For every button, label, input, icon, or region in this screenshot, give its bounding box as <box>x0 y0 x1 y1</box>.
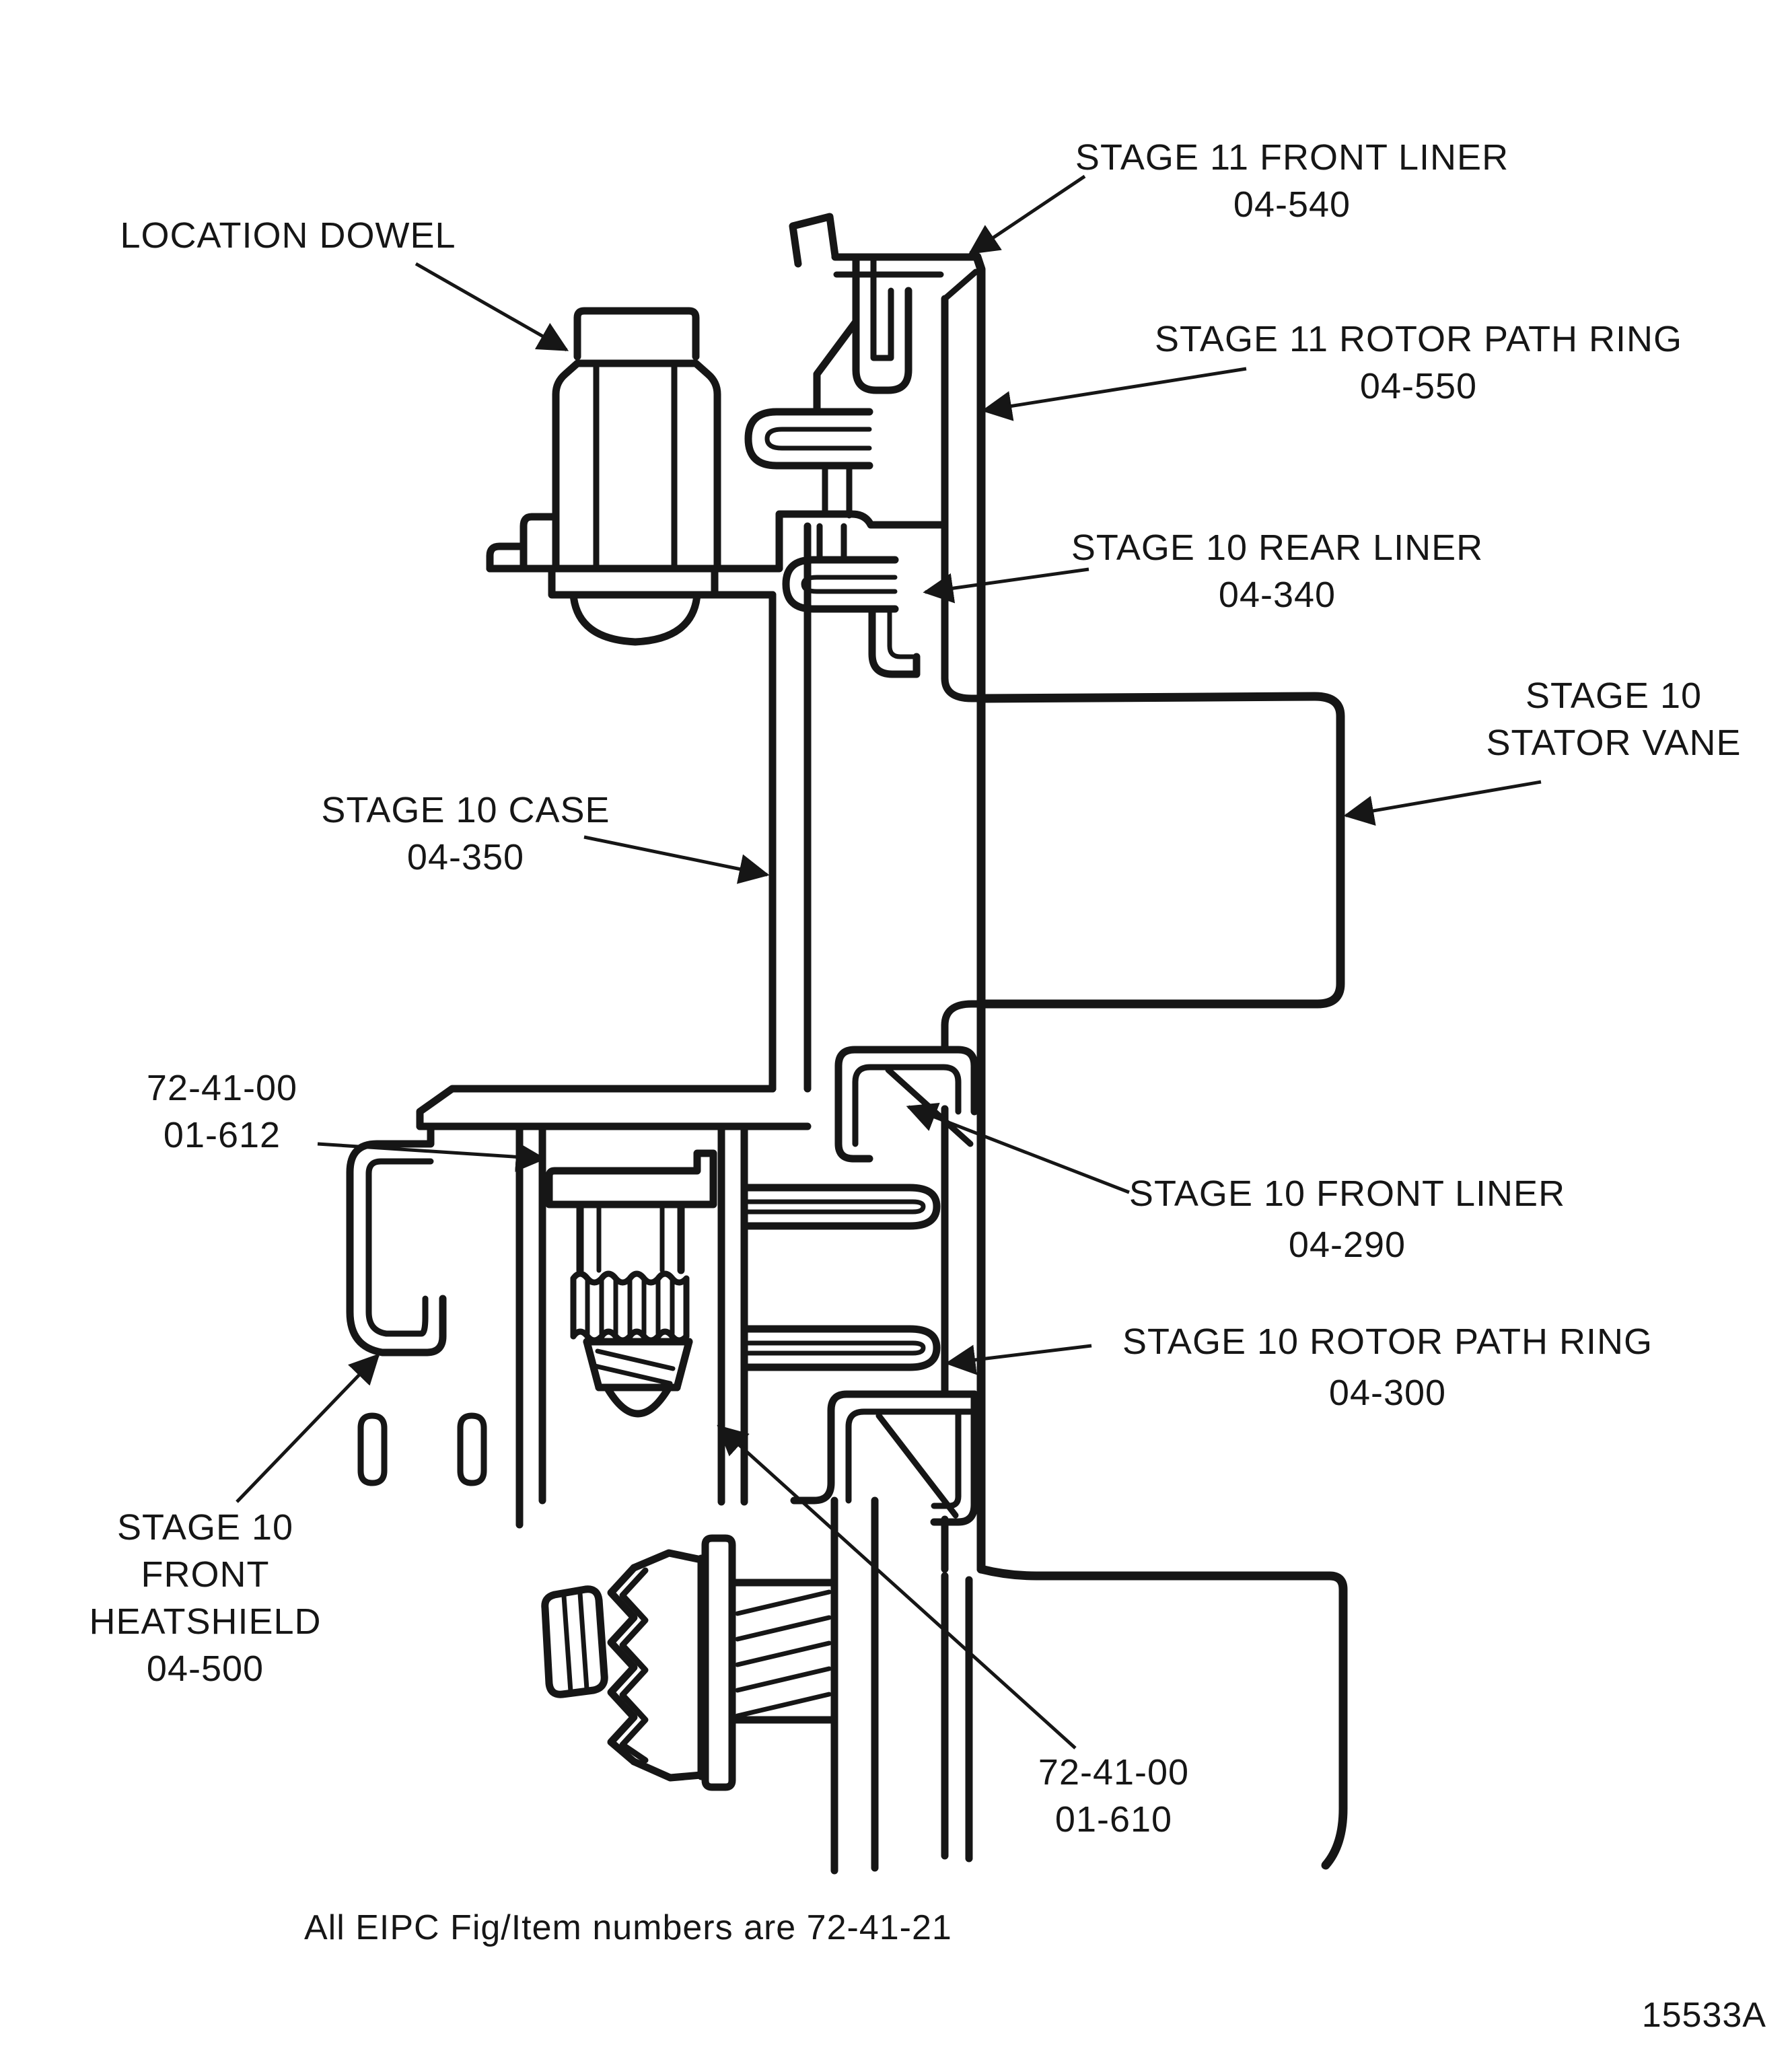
leader-stage10-case <box>583 835 770 884</box>
label-item-number: 01-612 <box>164 1115 281 1155</box>
label-fig-number: 72-41-00 <box>147 1068 297 1108</box>
label-ref: 04-540 <box>1233 184 1351 225</box>
label-stage10-rotor-path-ring: STAGE 10 ROTOR PATH RING 04-300 <box>1122 1322 1653 1413</box>
part-liner-support-rails <box>740 1184 941 1371</box>
part-stage10-front-liner <box>834 1046 978 1163</box>
leader-stage11-front-liner <box>968 174 1086 255</box>
part-stage11-front-liner <box>744 213 981 519</box>
label-ref: 04-300 <box>1329 1373 1446 1413</box>
leader-stage10-rotor-path-ring <box>945 1344 1092 1375</box>
part-stage10-rotor-path-ring-hook <box>790 1390 978 1526</box>
label-ref: 04-290 <box>1289 1225 1406 1265</box>
leader-stage10-front-heatshield <box>236 1353 380 1503</box>
footnote: All EIPC Fig/Item numbers are 72-41-21 <box>304 1908 952 1947</box>
leader-location-dowel <box>415 262 569 352</box>
label-stage11-front-liner: STAGE 11 FRONT LINER 04-540 <box>1075 137 1509 225</box>
part-rotor-path-ring-band <box>941 252 988 1863</box>
label-stage10-case: STAGE 10 CASE 04-350 <box>321 790 610 877</box>
leader-fig-item-610 <box>717 1424 1077 1749</box>
label-text: STAGE 10 CASE <box>321 790 610 830</box>
label-ref: 04-350 <box>407 837 524 877</box>
label-text: STAGE 10 <box>117 1507 293 1548</box>
label-text: STAGE 10 ROTOR PATH RING <box>1122 1322 1653 1362</box>
label-text: STAGE 11 ROTOR PATH RING <box>1155 319 1682 359</box>
label-stage10-rear-liner: STAGE 10 REAR LINER 04-340 <box>1071 528 1483 615</box>
figure-number: 15533A <box>1642 1996 1766 2035</box>
leaders <box>236 174 1542 1749</box>
leader-stage10-rear-liner <box>923 567 1089 604</box>
leader-stage11-rotor-path-ring <box>981 367 1247 421</box>
label-text: HEATSHIELD <box>89 1601 321 1642</box>
label-stage10-front-liner: STAGE 10 FRONT LINER 04-290 <box>1129 1173 1565 1265</box>
label-fig-item-610: 72-41-00 01-610 <box>1038 1752 1189 1840</box>
label-ref: 04-500 <box>147 1649 264 1689</box>
label-fig-number: 72-41-00 <box>1038 1752 1189 1793</box>
label-stage10-front-heatshield: STAGE 10 FRONT HEATSHIELD 04-500 <box>89 1507 321 1689</box>
label-text: STATOR VANE <box>1486 723 1741 763</box>
label-text: STAGE 10 REAR LINER <box>1071 528 1483 568</box>
label-fig-item-612: 72-41-00 01-612 <box>147 1068 297 1155</box>
part-stage10-case <box>357 510 945 1875</box>
label-text: STAGE 11 FRONT LINER <box>1075 137 1509 178</box>
leader-stage10-front-liner <box>906 1102 1130 1194</box>
label-ref: 04-340 <box>1219 575 1336 615</box>
part-location-dowel <box>486 307 721 646</box>
label-ref: 04-550 <box>1360 366 1477 406</box>
leader-fig-item-612 <box>317 1141 546 1172</box>
part-lower-case-panel <box>976 1564 1348 1870</box>
label-stage11-rotor-path-ring: STAGE 11 ROTOR PATH RING 04-550 <box>1155 319 1682 406</box>
label-text: LOCATION DOWEL <box>120 215 456 256</box>
part-stage10-front-heatshield <box>346 1122 447 1357</box>
label-stage10-stator-vane: STAGE 10 STATOR VANE <box>1486 676 1741 763</box>
label-text: FRONT <box>141 1554 270 1595</box>
part-stage10-stator-vane <box>979 692 1345 1009</box>
part-fastener-01-610 <box>541 1534 837 1791</box>
part-stage10-rear-liner <box>782 523 921 678</box>
label-location-dowel: LOCATION DOWEL <box>120 215 456 256</box>
leader-stage10-stator-vane <box>1343 780 1542 826</box>
label-text: STAGE 10 FRONT LINER <box>1129 1173 1565 1214</box>
label-item-number: 01-610 <box>1055 1799 1172 1840</box>
label-text: STAGE 10 <box>1526 676 1702 716</box>
part-fastener-01-612 <box>545 1149 717 1418</box>
